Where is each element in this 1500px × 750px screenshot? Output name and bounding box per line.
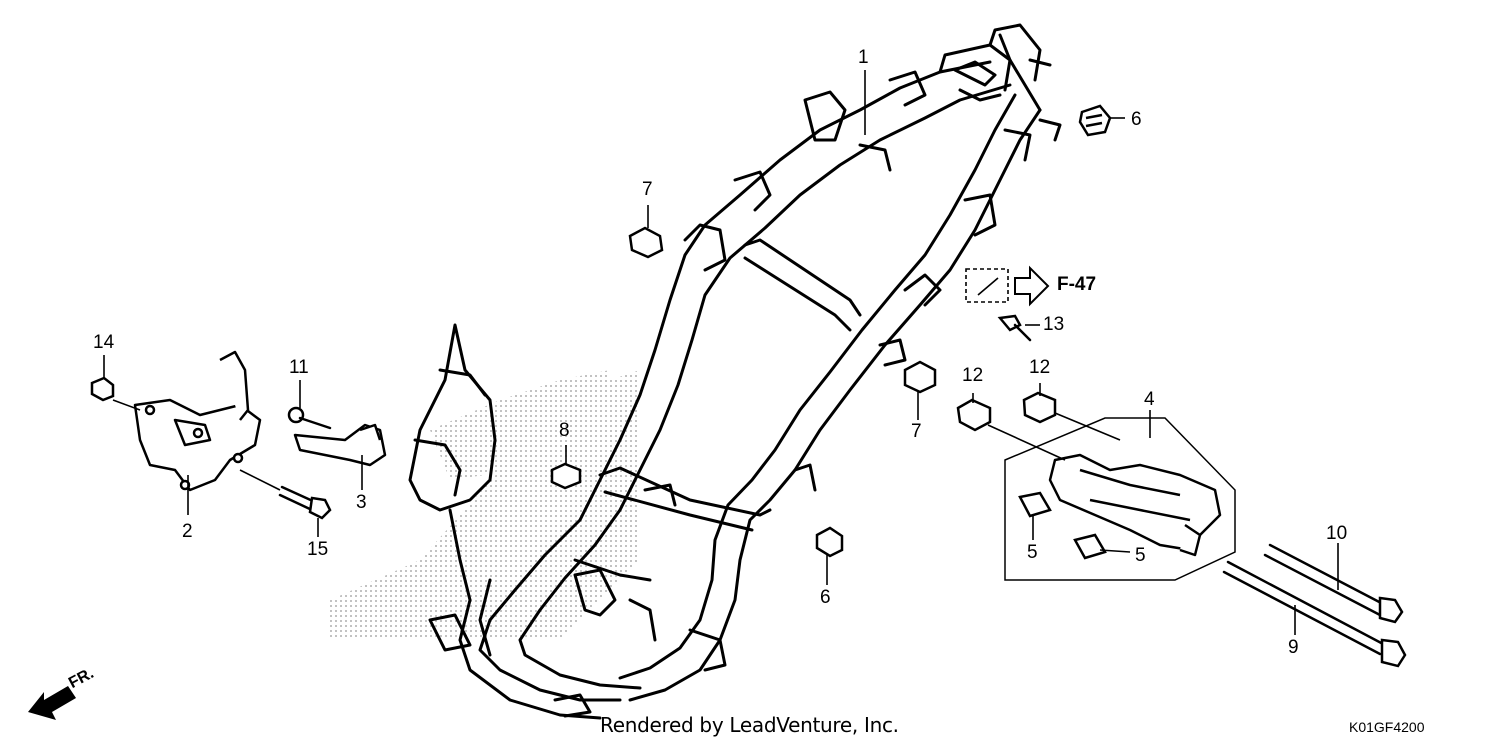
credit-text: Rendered by LeadVenture, Inc.	[600, 713, 899, 737]
callout-15: 15	[307, 539, 329, 560]
callout-4: 4	[1144, 389, 1155, 410]
callout-5a: 5	[1027, 542, 1038, 563]
diagram-code: K01GF4200	[1349, 719, 1425, 735]
part-4-group-box	[1004, 417, 1236, 581]
callout-6b: 6	[820, 587, 831, 608]
callout-9: 9	[1288, 637, 1299, 658]
engine-hanger-part-4	[1048, 453, 1222, 557]
reference-box-icon	[965, 268, 1009, 303]
callout-3: 3	[356, 492, 367, 513]
bracket-part-3	[293, 423, 387, 467]
callout-2: 2	[182, 521, 193, 542]
callout-6a: 6	[1131, 109, 1142, 130]
reference-arrow-icon	[1014, 265, 1050, 307]
callout-12a: 12	[962, 365, 984, 386]
bracket-part-2	[133, 350, 262, 492]
reference-label: F-47	[1057, 274, 1097, 295]
front-direction-arrow-icon	[28, 686, 76, 720]
bolts	[278, 314, 1407, 668]
callout-7a: 7	[642, 179, 653, 200]
callout-14: 14	[93, 332, 115, 353]
callout-5b: 5	[1135, 545, 1146, 566]
callout-12b: 12	[1029, 357, 1051, 378]
leader-lines	[103, 70, 1339, 635]
watermark-shading	[330, 370, 640, 640]
nuts-and-collars	[90, 104, 1112, 558]
callout-7b: 7	[911, 421, 922, 442]
callout-8: 8	[559, 420, 570, 441]
frame-body	[408, 23, 1062, 720]
callout-11: 11	[289, 357, 309, 378]
callout-1: 1	[858, 47, 869, 68]
callout-13: 13	[1043, 314, 1065, 335]
callout-10: 10	[1326, 523, 1348, 544]
rubber-part-5	[1018, 491, 1107, 560]
